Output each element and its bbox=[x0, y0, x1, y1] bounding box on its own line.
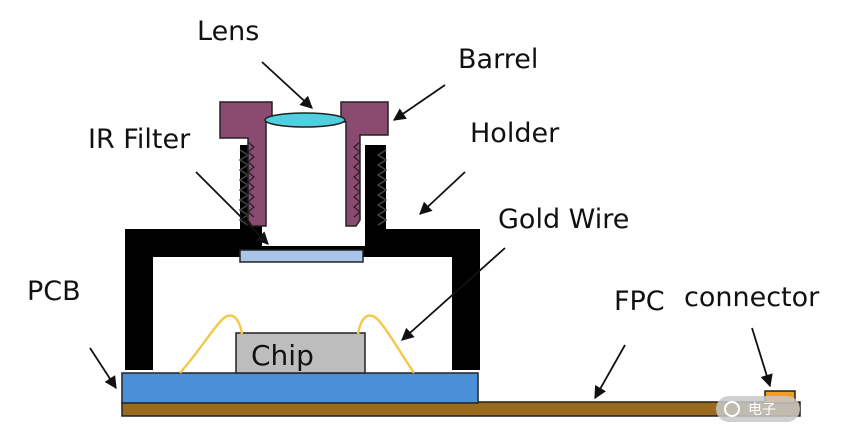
barrel-thread-right bbox=[353, 141, 361, 218]
label-pcb: PCB bbox=[27, 276, 81, 307]
fpc-strip bbox=[121, 401, 801, 417]
gold-wire-left bbox=[179, 314, 244, 374]
label-ir-filter: IR Filter bbox=[88, 124, 191, 155]
lens-element bbox=[264, 112, 346, 128]
arrow-fpc bbox=[594, 344, 626, 400]
pcb-board bbox=[121, 372, 479, 404]
barrel-thread-left bbox=[247, 141, 255, 218]
label-holder: Holder bbox=[470, 118, 560, 149]
ir-filter-plate bbox=[239, 249, 364, 263]
label-chip: Chip bbox=[251, 339, 314, 372]
barrel-left bbox=[219, 101, 273, 227]
gold-wire-right bbox=[356, 314, 416, 374]
watermark-text: 电子 bbox=[748, 402, 776, 418]
arrow-barrel bbox=[392, 84, 446, 121]
arrow-lens bbox=[261, 61, 313, 109]
watermark-icon bbox=[724, 401, 740, 417]
arrow-connector bbox=[751, 327, 773, 388]
label-fpc: FPC bbox=[614, 286, 665, 317]
label-barrel: Barrel bbox=[458, 44, 538, 75]
label-lens: Lens bbox=[197, 16, 259, 47]
holder-thread-left bbox=[238, 149, 250, 226]
holder-thread-right bbox=[376, 149, 388, 226]
arrow-gold-wire bbox=[401, 247, 506, 341]
arrow-ir-filter bbox=[195, 171, 269, 245]
watermark-badge: 电子 bbox=[716, 396, 800, 422]
chip-die bbox=[235, 332, 366, 374]
arrow-holder bbox=[419, 171, 466, 215]
label-connector: connector bbox=[684, 282, 820, 313]
label-gold-wire: Gold Wire bbox=[498, 204, 629, 235]
arrow-pcb bbox=[89, 347, 117, 390]
